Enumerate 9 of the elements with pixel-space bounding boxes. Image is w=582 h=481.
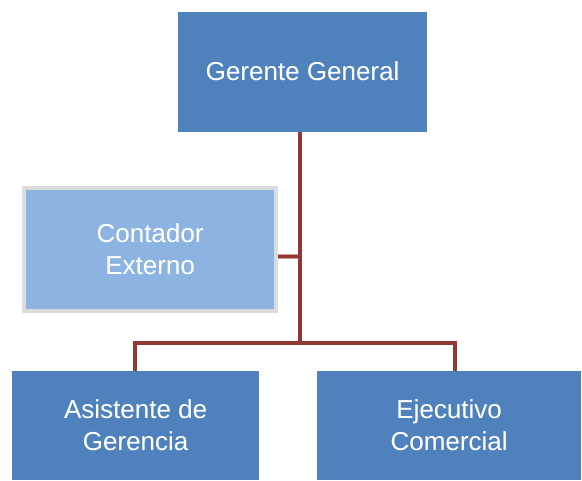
org-box [178,12,427,132]
role-label: Gerente General [206,56,400,88]
org-box [22,186,278,313]
org-box [317,371,581,480]
role-label: Asistente de Gerencia [62,394,208,457]
role-label: Ejecutivo Comercial [389,394,509,457]
connector-line [298,132,457,371]
org-box [12,371,259,480]
role-label: Contador Externo [96,218,204,281]
